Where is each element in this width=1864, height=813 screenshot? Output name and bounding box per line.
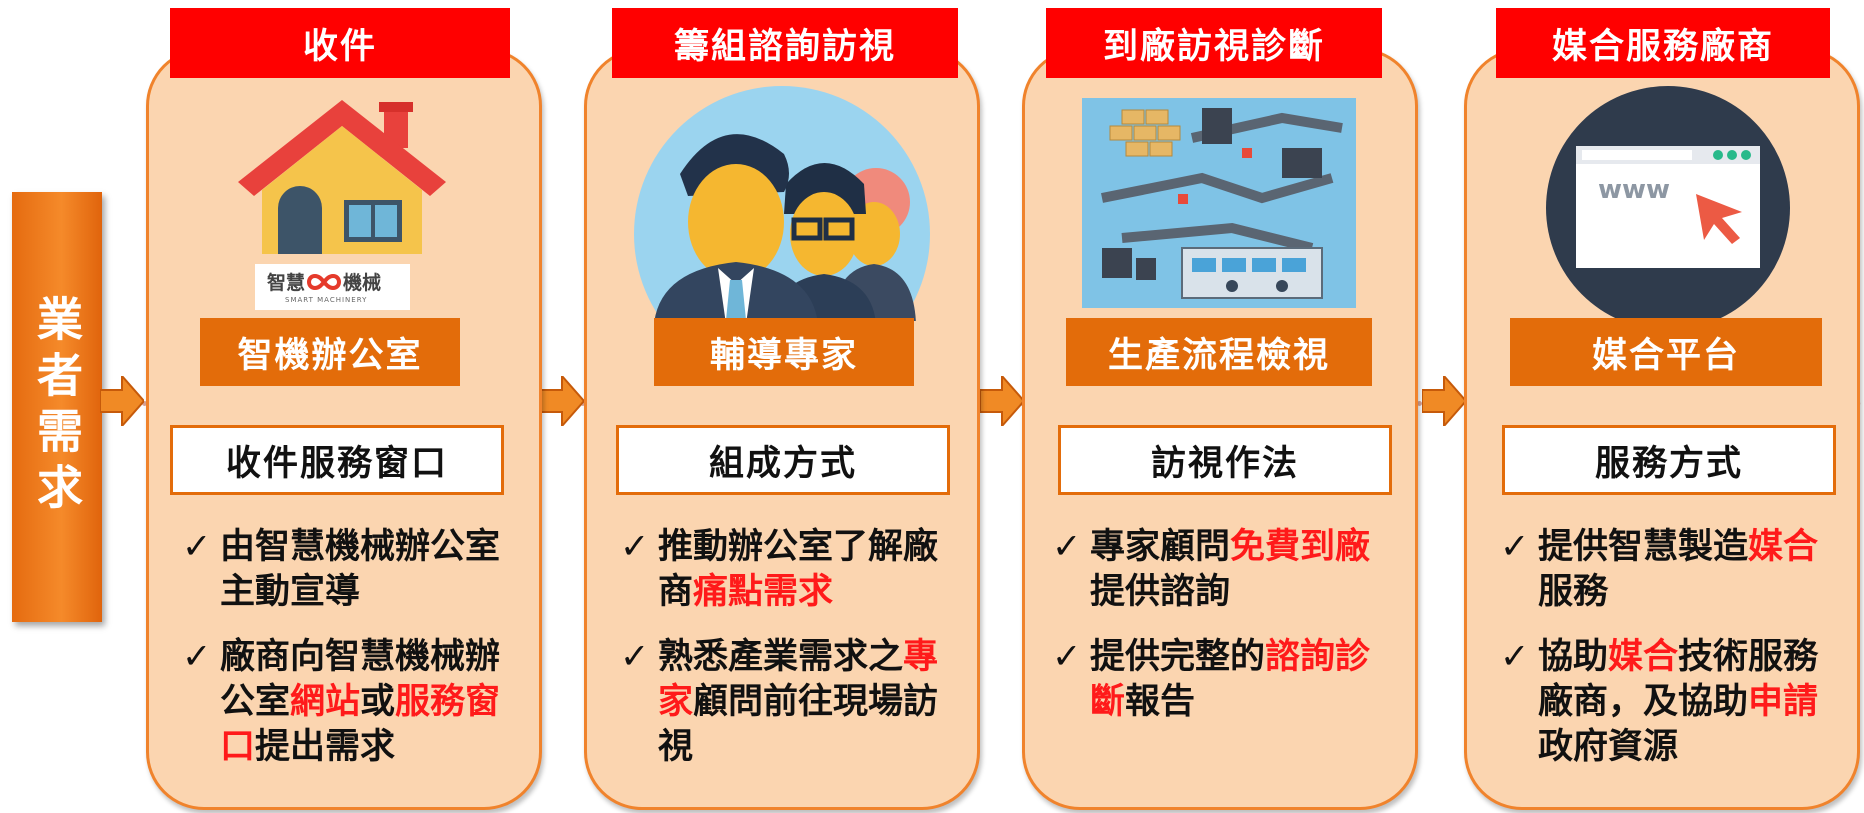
bullet-item: ✓廠商向智慧機械辦公室網站或服務窗口提出需求 (182, 635, 517, 770)
highlight-text: 服務窗口 (220, 682, 501, 767)
checkmark-icon: ✓ (1500, 637, 1530, 677)
checkmark-icon: ✓ (620, 527, 650, 567)
flow-arrow-icon (980, 376, 1024, 426)
bullet-text: 提供智慧製造 (1538, 527, 1749, 567)
checkmark-icon: ✓ (1500, 527, 1530, 567)
step-label: 智機辦公室 (200, 318, 460, 386)
expert-team-icon (634, 86, 930, 321)
bullet-list: ✓提供智慧製造媒合服務✓協助媒合技術服務廠商，及協助申請政府資源 (1500, 525, 1840, 790)
bullet-text: 由智慧機械辦公室主動宣導 (220, 527, 501, 612)
demand-bar-text: 業者需求 (30, 295, 84, 519)
logo-subtext: SMART MACHINERY (285, 296, 368, 304)
bullet-text: 顧問前往現場訪視 (658, 682, 939, 767)
bullet-item: ✓協助媒合技術服務廠商，及協助申請政府資源 (1500, 635, 1840, 770)
step-subheading: 服務方式 (1502, 425, 1836, 495)
highlight-text: 網站 (290, 682, 361, 722)
step-subheading: 組成方式 (616, 425, 950, 495)
bullet-text: 報告 (1125, 682, 1196, 722)
step-title: 籌組諮詢訪視 (612, 8, 958, 78)
house-icon (238, 100, 446, 254)
step-subheading: 收件服務窗口 (170, 425, 504, 495)
highlight-text: 免費到廠 (1230, 527, 1371, 567)
step-label: 媒合平台 (1510, 318, 1822, 386)
highlight-text: 諮詢診斷 (1090, 637, 1371, 722)
bullet-text: 提供諮詢 (1090, 572, 1231, 612)
bullet-text: 專家顧問 (1090, 527, 1231, 567)
factory-line-icon (1082, 98, 1356, 308)
bullet-text: 政府資源 (1538, 727, 1679, 767)
bullet-text: 廠商向智慧機械辦公室 (220, 637, 501, 722)
bullet-item: ✓推動辦公室了解廠商痛點需求 (620, 525, 955, 615)
checkmark-icon: ✓ (1052, 527, 1082, 567)
highlight-text: 申請 (1748, 682, 1819, 722)
bullet-item: ✓專家顧問免費到廠提供諮詢 (1052, 525, 1387, 615)
bullet-item: ✓提供完整的諮詢診斷報告 (1052, 635, 1387, 725)
bullet-item: ✓提供智慧製造媒合服務 (1500, 525, 1840, 615)
step-subheading: 訪視作法 (1058, 425, 1392, 495)
bullet-list: ✓由智慧機械辦公室主動宣導✓廠商向智慧機械辦公室網站或服務窗口提出需求 (182, 525, 517, 790)
highlight-text: 媒合 (1608, 637, 1679, 677)
step-label: 生產流程檢視 (1066, 318, 1372, 386)
highlight-text: 媒合 (1748, 527, 1819, 567)
flow-arrow-icon (1422, 376, 1466, 426)
browser-www-icon: www (1546, 86, 1790, 330)
smart-machinery-logo: 智慧 機械 SMART MACHINERY (255, 264, 410, 310)
browser-www-text: www (1598, 175, 1670, 205)
bullet-text: 協助 (1538, 637, 1609, 677)
bullet-text: 提出需求 (255, 727, 396, 767)
checkmark-icon: ✓ (1052, 637, 1082, 677)
checkmark-icon: ✓ (182, 637, 212, 677)
step-label: 輔導專家 (654, 318, 914, 386)
bullet-text: 服務 (1538, 572, 1609, 612)
bullet-item: ✓熟悉產業需求之專家顧問前往現場訪視 (620, 635, 955, 770)
checkmark-icon: ✓ (620, 637, 650, 677)
bullet-list: ✓專家顧問免費到廠提供諮詢✓提供完整的諮詢診斷報告 (1052, 525, 1387, 745)
highlight-text: 專家 (658, 637, 939, 722)
demand-bar: 業者需求 (12, 192, 102, 622)
infinity-icon (307, 273, 341, 290)
bullet-text: 提供完整的 (1090, 637, 1266, 677)
step-title: 媒合服務廠商 (1496, 8, 1830, 78)
flow-arrow-icon (100, 376, 144, 426)
flow-arrow-icon (540, 376, 584, 426)
bullet-text: 技術服務廠商，及協助 (1538, 637, 1819, 722)
logo-text: 智慧 (267, 272, 306, 294)
step-title: 到廠訪視診斷 (1046, 8, 1382, 78)
checkmark-icon: ✓ (182, 527, 212, 567)
step-title: 收件 (170, 8, 510, 78)
bullet-text: 熟悉產業需求之 (658, 637, 904, 677)
bullet-list: ✓推動辦公室了解廠商痛點需求✓熟悉產業需求之專家顧問前往現場訪視 (620, 525, 955, 790)
logo-text: 機械 (343, 272, 382, 294)
bullet-item: ✓由智慧機械辦公室主動宣導 (182, 525, 517, 615)
bullet-text: 或 (360, 682, 396, 722)
bullet-text: 推動辦公室了解廠商 (658, 527, 939, 612)
highlight-text: 痛點需求 (693, 572, 834, 612)
